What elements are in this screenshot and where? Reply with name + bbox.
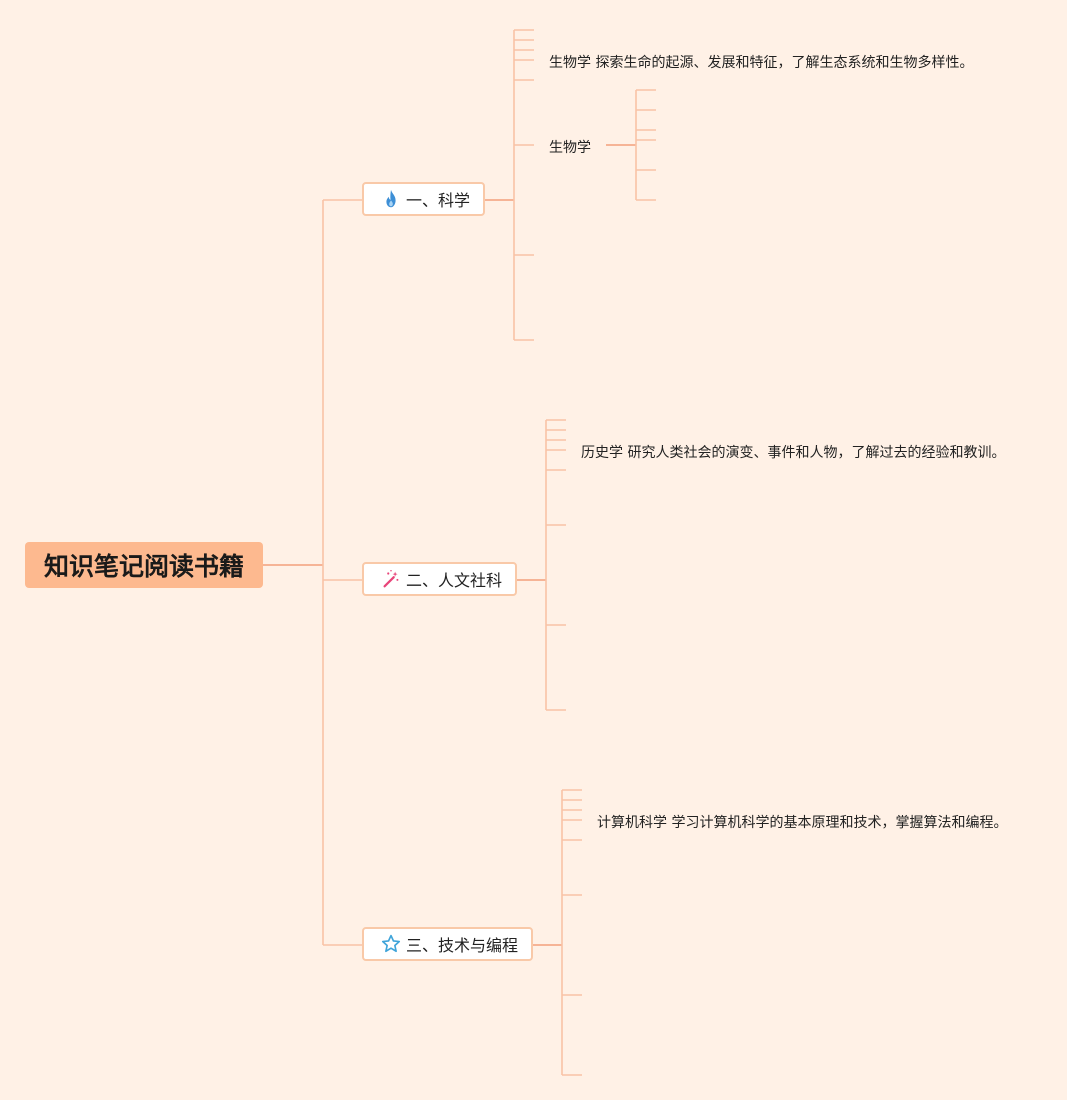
branch-label: 三、技术与编程 <box>406 936 519 955</box>
magic-wand-icon <box>380 568 402 590</box>
branch-node-science[interactable]: 一、科学 <box>362 182 485 216</box>
branch-node-humanities[interactable]: 二、人文社科 <box>362 562 517 596</box>
leaf-history-desc[interactable]: 历史学 研究人类社会的演变、事件和人物，了解过去的经验和教训。 <box>581 445 1006 461</box>
fire-icon <box>380 188 402 210</box>
root-node[interactable]: 知识笔记阅读书籍 <box>25 542 263 588</box>
branch-label: 一、科学 <box>406 191 471 210</box>
star-outline-icon <box>380 933 402 955</box>
leaf-cs-desc[interactable]: 计算机科学 学习计算机科学的基本原理和技术，掌握算法和编程。 <box>597 815 1008 831</box>
leaf-biology-desc[interactable]: 生物学 探索生命的起源、发展和特征，了解生态系统和生物多样性。 <box>549 55 974 71</box>
leaf-biology[interactable]: 生物学 <box>549 140 591 156</box>
root-label: 知识笔记阅读书籍 <box>43 552 244 581</box>
branch-node-tech[interactable]: 三、技术与编程 <box>362 927 533 961</box>
branch-label: 二、人文社科 <box>406 571 503 590</box>
